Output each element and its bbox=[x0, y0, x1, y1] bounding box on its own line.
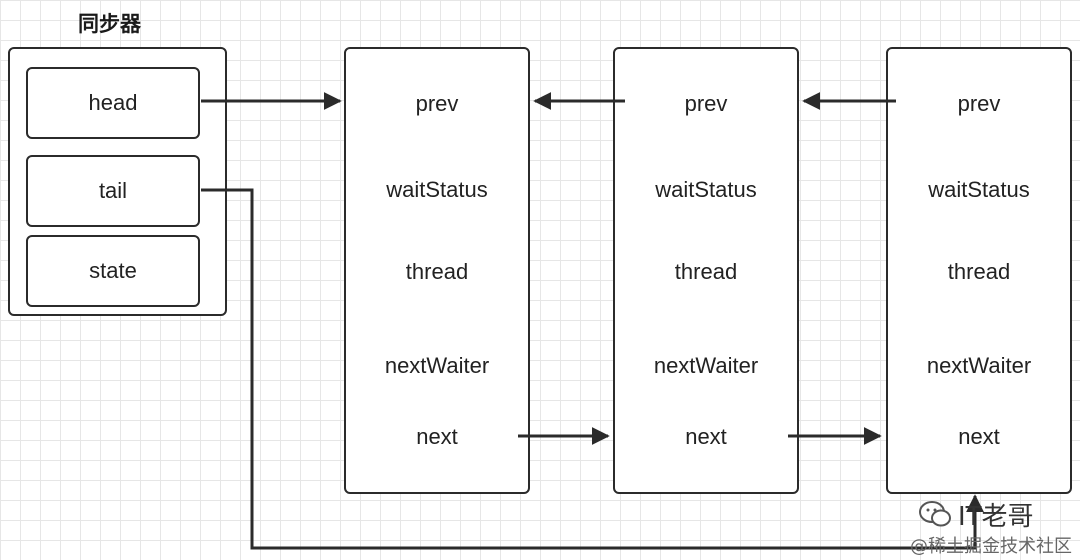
node-field-waitstatus: waitStatus bbox=[386, 177, 488, 202]
node-field-thread: thread bbox=[947, 259, 1011, 284]
node-1: prev waitStatus thread nextWaiter next bbox=[344, 47, 530, 494]
wechat-icon bbox=[919, 500, 951, 526]
sync-field-head: head bbox=[26, 67, 200, 139]
node-field-prev: prev bbox=[415, 91, 459, 116]
edge-tail-to-last bbox=[201, 188, 984, 550]
node-field-next: next bbox=[416, 424, 458, 449]
watermark-name: IT老哥 bbox=[958, 502, 1034, 532]
sync-field-tail: tail bbox=[26, 155, 200, 227]
node-field-next: next bbox=[958, 424, 1000, 449]
diagram-title: 同步器 bbox=[78, 12, 141, 36]
node-field-nextwaiter: nextWaiter bbox=[384, 353, 490, 378]
node-field-thread: thread bbox=[674, 259, 738, 284]
sync-field-state: state bbox=[26, 235, 200, 307]
node-field-next: next bbox=[685, 424, 727, 449]
watermark: IT老哥 bbox=[918, 496, 1034, 533]
node-field-nextwaiter: nextWaiter bbox=[926, 353, 1032, 378]
node-field-prev: prev bbox=[684, 91, 728, 116]
node-field-prev: prev bbox=[957, 91, 1001, 116]
node-field-waitstatus: waitStatus bbox=[928, 177, 1030, 202]
node-field-nextwaiter: nextWaiter bbox=[653, 353, 759, 378]
watermark-sub: @稀土掘金技术社区 bbox=[910, 536, 1072, 557]
node-field-waitstatus: waitStatus bbox=[655, 177, 757, 202]
node-2: prev waitStatus thread nextWaiter next bbox=[613, 47, 799, 494]
node-field-thread: thread bbox=[405, 259, 469, 284]
node-3: prev waitStatus thread nextWaiter next bbox=[886, 47, 1072, 494]
